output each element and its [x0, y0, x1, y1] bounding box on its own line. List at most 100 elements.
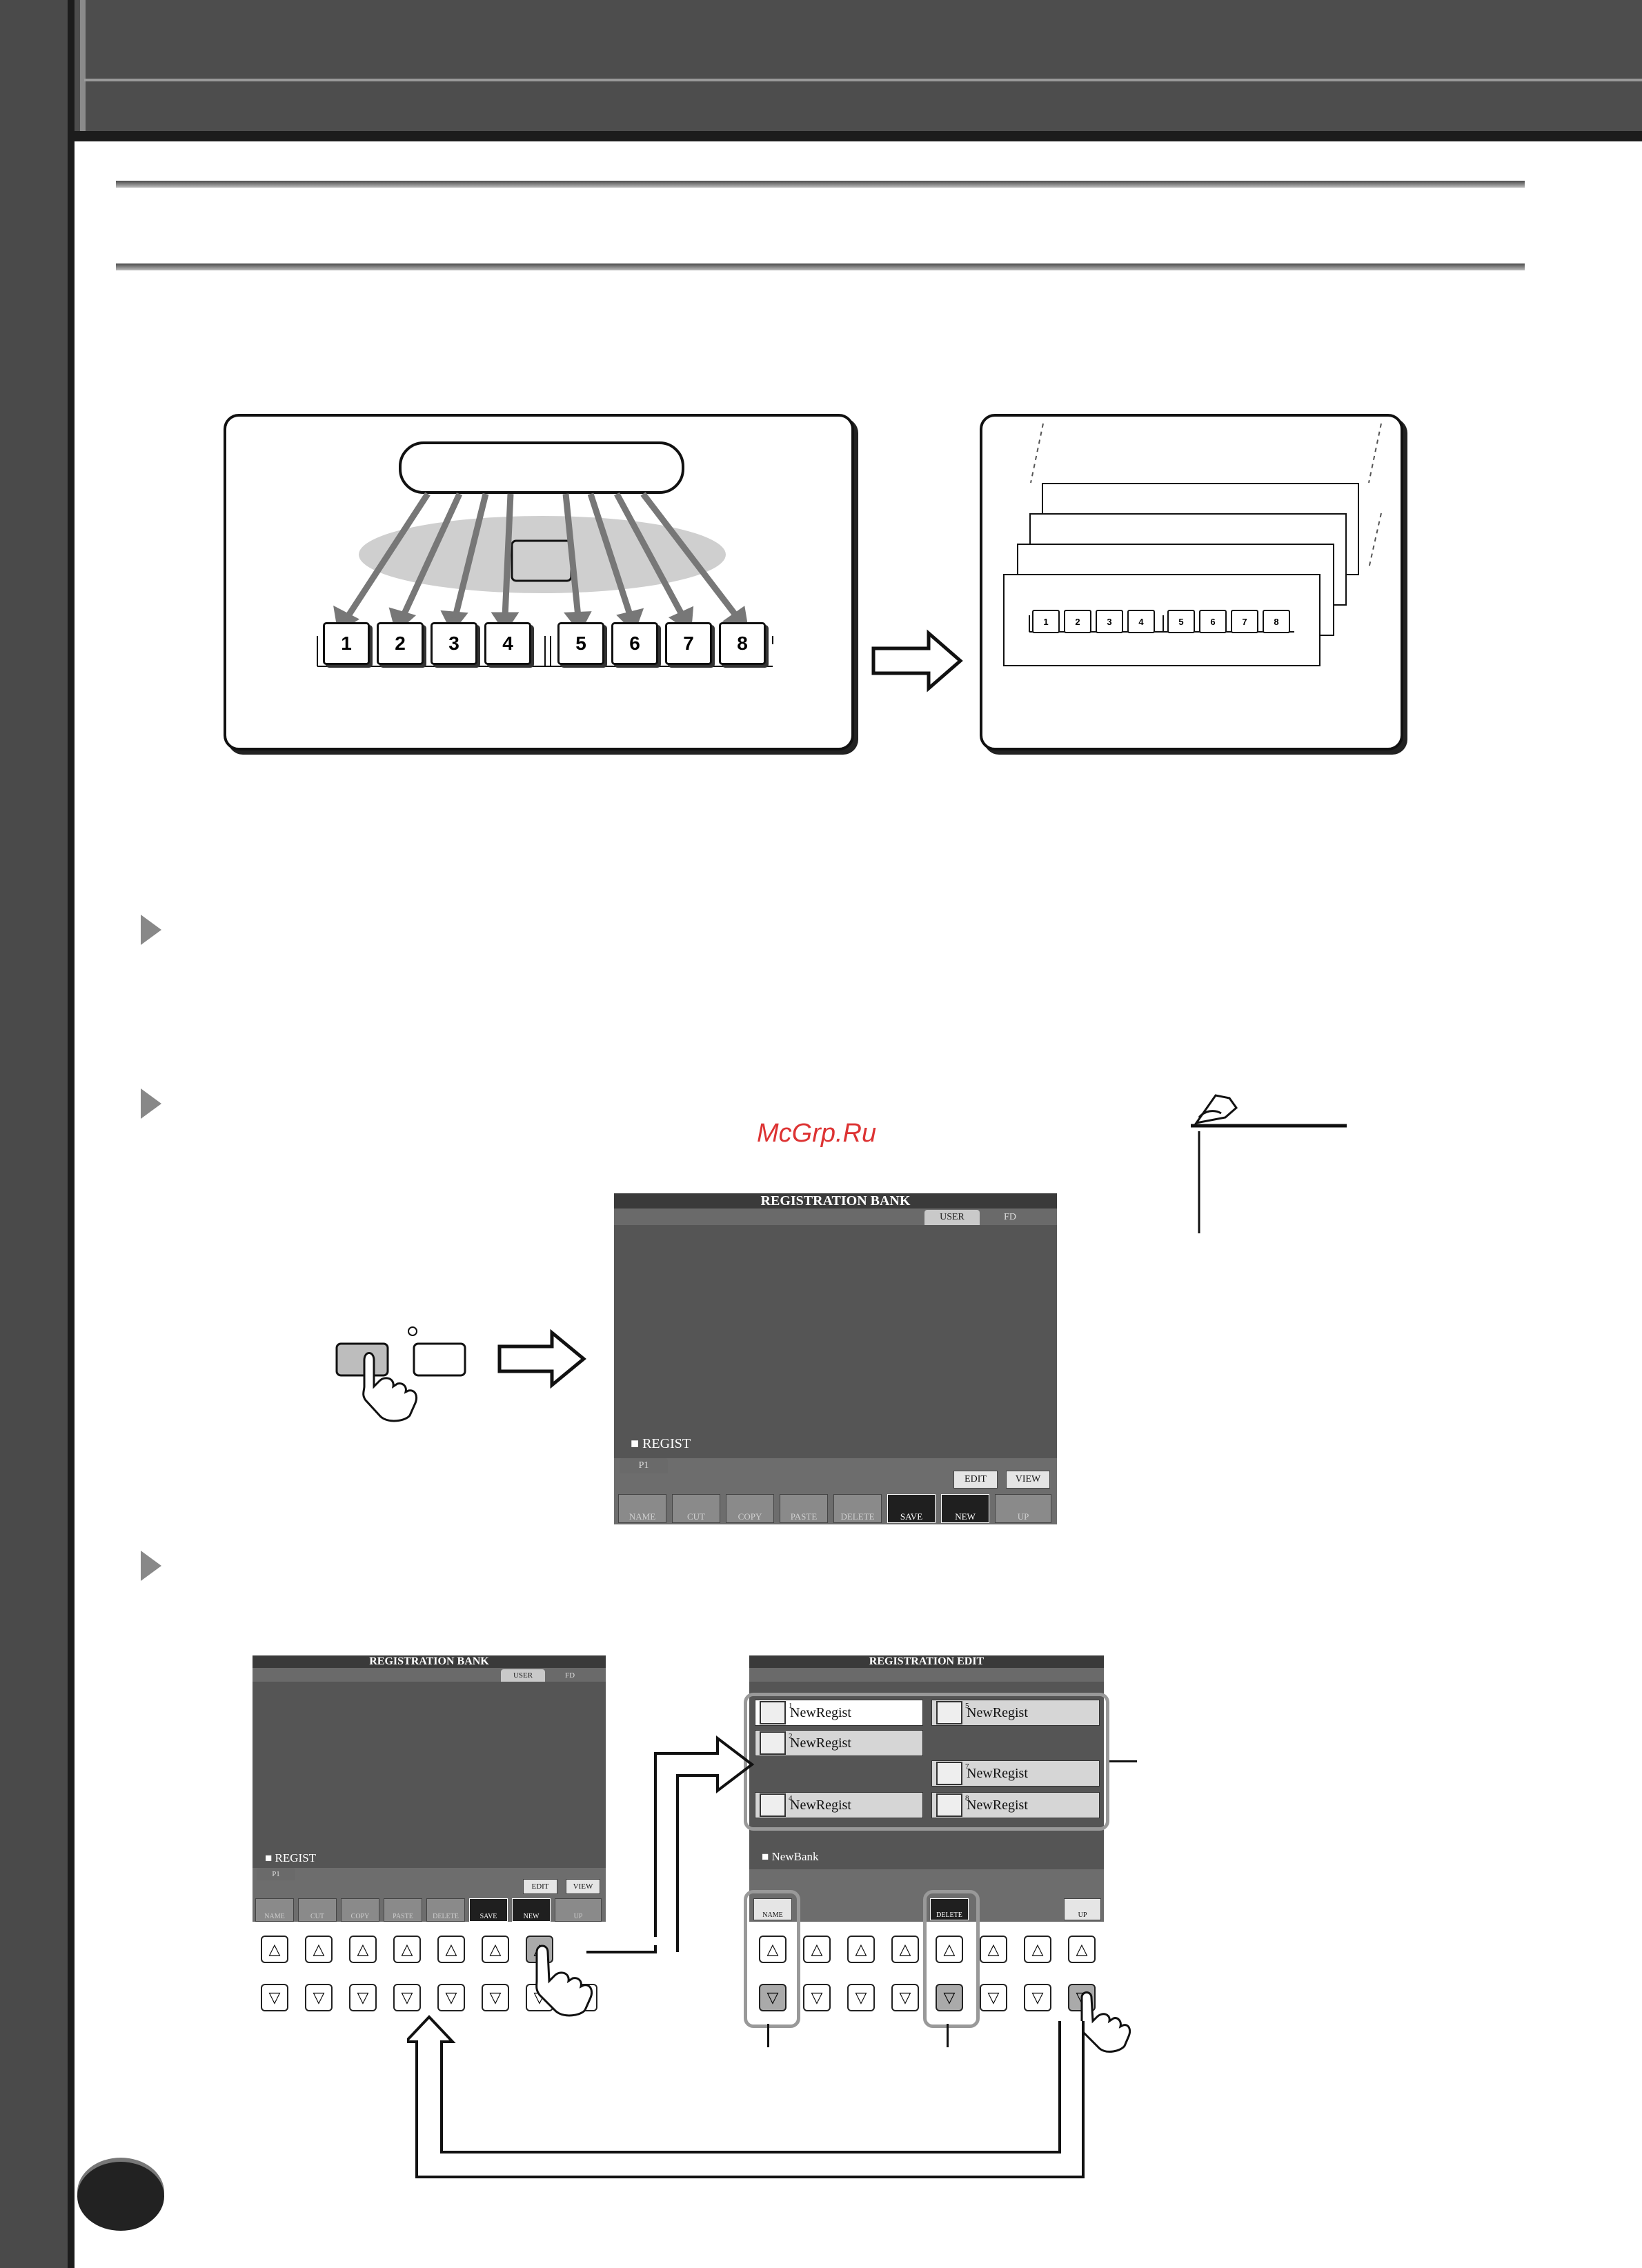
panel-down-button[interactable]: ▽ — [437, 1984, 465, 2011]
registration-edit-screen: REGISTRATION EDIT 1 NewRegist 2 NewRegis… — [749, 1655, 1104, 1922]
folder-label: REGIST — [642, 1436, 691, 1451]
screen-title: REGISTRATION BANK — [614, 1193, 1057, 1208]
hand-pointer-icon — [1080, 1991, 1131, 2053]
folder-icon: ■ — [631, 1436, 640, 1451]
up-button[interactable]: UP — [995, 1494, 1051, 1523]
name-button-highlight — [744, 1890, 800, 2028]
name-button[interactable]: NAME — [255, 1898, 294, 1922]
panel-up-button[interactable]: △ — [482, 1936, 509, 1963]
registration-button-6: 6 — [611, 622, 658, 665]
registrations-highlight — [744, 1693, 1109, 1831]
section-rule-top — [116, 181, 1525, 188]
registration-button-7: 7 — [665, 622, 712, 665]
panel-up-button[interactable]: △ — [891, 1936, 919, 1963]
panel-up-button[interactable]: △ — [803, 1936, 831, 1963]
tab-fd[interactable]: FD — [982, 1210, 1038, 1225]
registration-1[interactable]: 1 NewRegist — [755, 1700, 923, 1726]
folder-item[interactable]: ■ REGIST — [265, 1851, 316, 1865]
tab-fd[interactable]: FD — [548, 1669, 592, 1682]
registration-name: NewRegist — [967, 1704, 1028, 1720]
copy-button[interactable]: COPY — [726, 1494, 774, 1523]
registration-memory-panel: 1 2 3 4 5 6 7 8 — [224, 414, 854, 750]
panel-down-button[interactable]: ▽ — [349, 1984, 377, 2011]
registration-5[interactable]: 5 NewRegist — [931, 1700, 1100, 1726]
folder-item[interactable]: ■ REGIST — [631, 1436, 691, 1452]
registration-4[interactable]: 4 NewRegist — [755, 1792, 923, 1818]
screen-title: REGISTRATION BANK — [253, 1655, 606, 1668]
panel-up-button[interactable]: △ — [847, 1936, 875, 1963]
edit-button[interactable]: EDIT — [523, 1879, 557, 1894]
panel-up-button[interactable]: △ — [305, 1936, 333, 1963]
name-button[interactable]: NAME — [753, 1898, 792, 1920]
delete-button[interactable]: DELETE — [833, 1494, 882, 1523]
panel-down-button[interactable]: ▽ — [891, 1984, 919, 2011]
page-header-edge — [80, 0, 86, 131]
registration-8[interactable]: 8 NewRegist — [931, 1792, 1100, 1818]
delete-button[interactable]: DELETE — [426, 1898, 465, 1922]
registration-button-4: 4 — [484, 622, 531, 665]
page-tab-p1[interactable]: P1 — [620, 1458, 668, 1473]
view-button[interactable]: VIEW — [1006, 1471, 1050, 1489]
edit-button[interactable]: EDIT — [953, 1471, 998, 1489]
page-tab-p1[interactable]: P1 — [257, 1868, 295, 1880]
tab-user[interactable]: USER — [501, 1669, 545, 1682]
panel-up-button[interactable]: △ — [349, 1936, 377, 1963]
delete-down-panel-button[interactable]: ▽ — [936, 1984, 963, 2011]
section-rule-bottom — [116, 263, 1525, 270]
panel-down-button[interactable]: ▽ — [482, 1984, 509, 2011]
distribution-arrows — [333, 492, 749, 634]
registration-button-5: 5 — [557, 622, 604, 665]
name-down-panel-button[interactable]: ▽ — [759, 1984, 787, 2011]
panel-down-button[interactable]: ▽ — [803, 1984, 831, 2011]
panel-down-button[interactable]: ▽ — [1024, 1984, 1051, 2011]
panel-down-button[interactable]: ▽ — [393, 1984, 421, 2011]
bank-button-5: 5 — [1167, 610, 1195, 633]
bank-file-icon: ■ — [762, 1850, 769, 1863]
registration-button-1: 1 — [323, 622, 370, 665]
page-header-divider — [84, 79, 1642, 81]
cut-button[interactable]: CUT — [298, 1898, 337, 1922]
new-button[interactable]: NEW — [941, 1494, 989, 1523]
panel-down-button[interactable]: ▽ — [305, 1984, 333, 2011]
new-button[interactable]: NEW — [512, 1898, 551, 1922]
panel-up-button[interactable]: △ — [393, 1936, 421, 1963]
step-triangle-icon — [141, 1088, 161, 1119]
tab-user[interactable]: USER — [924, 1210, 980, 1225]
panel-up-button[interactable]: △ — [1024, 1936, 1051, 1963]
hand-pointer-icon — [535, 1944, 593, 2017]
name-up-panel-button[interactable]: △ — [759, 1936, 787, 1963]
delete-button[interactable]: DELETE — [930, 1898, 969, 1920]
delete-up-panel-button[interactable]: △ — [936, 1936, 963, 1963]
panel-up-button[interactable]: △ — [261, 1936, 288, 1963]
folder-icon: ■ — [265, 1851, 273, 1864]
page-header-bar — [75, 0, 1642, 141]
panel-down-button[interactable]: ▽ — [980, 1984, 1007, 2011]
panel-up-button[interactable]: △ — [1068, 1936, 1096, 1963]
copy-button[interactable]: COPY — [341, 1898, 379, 1922]
registration-2[interactable]: 2 NewRegist — [755, 1730, 923, 1756]
panel-up-button[interactable]: △ — [980, 1936, 1007, 1963]
registration-bank-screen: REGISTRATION BANK USER FD ■ REGIST P1 ED… — [614, 1193, 1057, 1524]
panel-down-button[interactable]: ▽ — [261, 1984, 288, 2011]
page-header-bottom-edge — [75, 131, 1642, 141]
note-pen-icon — [1191, 1094, 1347, 1233]
view-button[interactable]: VIEW — [566, 1879, 600, 1894]
name-button[interactable]: NAME — [618, 1494, 666, 1523]
up-button[interactable]: UP — [1064, 1898, 1101, 1920]
save-button[interactable]: SAVE — [887, 1494, 936, 1523]
page-number-badge — [77, 2162, 164, 2231]
hand-pointer-icon — [362, 1352, 418, 1422]
memory-button — [511, 539, 573, 582]
paste-button[interactable]: PASTE — [780, 1494, 828, 1523]
registration-7[interactable]: 7 NewRegist — [931, 1760, 1100, 1787]
cut-button[interactable]: CUT — [672, 1494, 720, 1523]
paste-button[interactable]: PASTE — [384, 1898, 422, 1922]
save-button[interactable]: SAVE — [469, 1898, 508, 1922]
screen-title: REGISTRATION EDIT — [749, 1655, 1104, 1668]
panel-up-button[interactable]: △ — [437, 1936, 465, 1963]
up-button[interactable]: UP — [555, 1898, 602, 1922]
panel-down-button[interactable]: ▽ — [847, 1984, 875, 2011]
adjacent-button — [413, 1342, 466, 1377]
left-margin-band — [0, 0, 68, 2268]
delete-button-highlight — [923, 1890, 980, 2028]
